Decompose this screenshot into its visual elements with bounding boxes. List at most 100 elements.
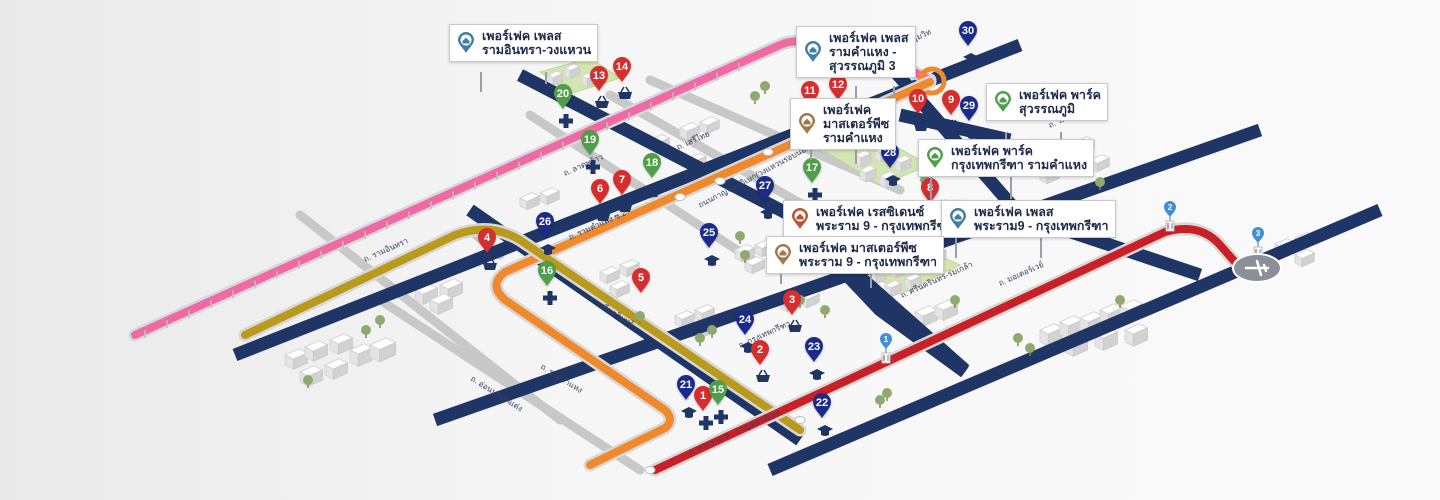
- pin-number: 2: [757, 344, 763, 356]
- graduation-cap-icon: [809, 369, 825, 380]
- project-name-line: เพอร์เฟค พาร์ค: [1019, 88, 1102, 102]
- tree: [875, 395, 885, 408]
- map-pin[interactable]: 3: [783, 290, 801, 315]
- map-pin[interactable]: 22: [813, 393, 831, 418]
- map-pin[interactable]: 20: [554, 84, 572, 109]
- amenity-icons-layer: [483, 53, 1106, 436]
- map-pin[interactable]: 16: [538, 261, 556, 286]
- map-pin[interactable]: 2: [751, 340, 769, 365]
- graduation-cap-icon: [540, 244, 556, 255]
- project-name-line: สุวรรณภูมิ 3: [829, 59, 896, 73]
- project-name: เพอร์เฟค พาร์คกรุงเทพกรีฑา รามคำแหง: [951, 144, 1087, 172]
- pin-number: 17: [806, 162, 818, 174]
- pin-number: 9: [948, 94, 954, 106]
- tree: [1013, 333, 1023, 346]
- home-pin-icon: [458, 32, 474, 53]
- map-pin[interactable]: 26: [536, 212, 554, 237]
- project-name: เพอร์เฟค เรสซิเดนซ์พระราม 9 - กรุงเทพกรี…: [816, 205, 954, 233]
- project-sign-p8[interactable]: เพอร์เฟค มาสเตอร์พีซพระราม 9 - กรุงเทพกร…: [766, 236, 944, 274]
- station-pin[interactable]: 2: [1164, 201, 1176, 232]
- home-pin-icon: [805, 41, 821, 62]
- airport-layer: [1232, 253, 1282, 283]
- rail-station-icon: [1165, 220, 1175, 232]
- sign-pole: [955, 236, 957, 258]
- project-name: เพอร์เฟค เพลสรามคำแหง -สุวรรณภูมิ 3: [829, 31, 909, 73]
- project-sign-p2[interactable]: เพอร์เฟค เพลสรามคำแหง -สุวรรณภูมิ 3: [796, 26, 916, 78]
- map-pin[interactable]: 25: [700, 223, 718, 248]
- map-pin[interactable]: 24: [736, 310, 754, 335]
- map-pin[interactable]: 23: [805, 337, 823, 362]
- tree: [1095, 177, 1105, 190]
- pin-number: 28: [884, 147, 896, 159]
- map-pin[interactable]: 9: [942, 90, 960, 115]
- project-sign-p6[interactable]: เพอร์เฟค เรสซิเดนซ์พระราม 9 - กรุงเทพกรี…: [783, 200, 961, 238]
- map-pin[interactable]: 30: [959, 21, 977, 46]
- map-pin[interactable]: 5: [632, 268, 650, 293]
- building: [1038, 323, 1064, 348]
- home-pin-icon: [927, 147, 943, 168]
- pin-number: 11: [804, 85, 816, 97]
- station-number: 3: [1256, 229, 1261, 238]
- map-pin[interactable]: 4: [478, 228, 496, 253]
- project-sign-p5[interactable]: เพอร์เฟค พาร์คกรุงเทพกรีฑา รามคำแหง: [918, 139, 1095, 177]
- basket-icon: [914, 118, 928, 131]
- map-pin[interactable]: 19: [581, 130, 599, 155]
- graduation-cap-icon: [963, 53, 979, 64]
- building: [698, 116, 721, 135]
- pin-number: 10: [912, 93, 924, 105]
- graduation-cap-icon: [964, 128, 980, 139]
- map-pin[interactable]: 15: [709, 380, 727, 405]
- map-pin[interactable]: 1: [694, 386, 712, 411]
- home-pin-icon: [792, 208, 808, 229]
- cross-icon: [714, 410, 728, 424]
- airport[interactable]: [1232, 253, 1282, 283]
- map-pin[interactable]: 18: [643, 153, 661, 178]
- building: [303, 340, 329, 363]
- graduation-cap-icon: [817, 425, 833, 436]
- rail-station-icon: [881, 352, 891, 364]
- graduation-cap-icon: [885, 175, 901, 186]
- cross-icon: [543, 291, 557, 305]
- map-pin[interactable]: 17: [803, 158, 821, 183]
- road-label: ถ. มอเตอร์เวย์: [997, 259, 1045, 288]
- map-pin[interactable]: 10: [909, 89, 927, 114]
- map-pin[interactable]: 27: [756, 176, 774, 201]
- building: [893, 154, 913, 173]
- map-pin[interactable]: 14: [613, 57, 631, 82]
- map-pin[interactable]: 6: [591, 179, 609, 204]
- project-sign-p4[interactable]: เพอร์เฟค พาร์คสุวรรณภูมิ: [986, 83, 1109, 121]
- project-name-line: พระราม 9 - กรุงเทพกรีฑา: [799, 255, 937, 269]
- project-sign-p7[interactable]: เพอร์เฟค เพลสพระราม9 - กรุงเทพกรีฑา: [941, 200, 1116, 238]
- project-name: เพอร์เฟคมาสเตอร์พีซรามคำแหง: [823, 103, 889, 145]
- map-pin[interactable]: 13: [590, 66, 608, 91]
- home-pin-icon: [799, 113, 815, 134]
- pin-number: 19: [584, 134, 596, 146]
- rail-station-marker: [644, 466, 656, 474]
- sign-pole: [545, 72, 547, 84]
- project-name-line: เพอร์เฟค: [823, 103, 872, 117]
- sign-pole: [1005, 132, 1007, 144]
- map-pin[interactable]: 12: [829, 75, 847, 100]
- basket-icon: [756, 369, 770, 382]
- map-pin[interactable]: 29: [960, 96, 978, 121]
- pin-number: 7: [619, 174, 625, 186]
- building: [348, 343, 374, 368]
- cross-icon: [559, 114, 573, 128]
- pin-number: 20: [557, 88, 569, 100]
- station-pin[interactable]: 1: [880, 333, 892, 364]
- project-sign-p1[interactable]: เพอร์เฟค เพลสรามอินทรา-วงแหวน: [449, 24, 599, 62]
- building: [678, 122, 701, 141]
- building: [328, 333, 354, 356]
- project-name-line: รามคำแหง: [823, 131, 883, 145]
- map-pin[interactable]: 7: [613, 170, 631, 195]
- map-pin[interactable]: 21: [677, 375, 695, 400]
- sign-pole: [855, 150, 857, 164]
- project-sign-p3[interactable]: เพอร์เฟคมาสเตอร์พีซรามคำแหง: [790, 98, 897, 150]
- station-pin[interactable]: 3: [1252, 227, 1264, 258]
- graduation-cap-icon: [760, 208, 776, 219]
- project-name: เพอร์เฟค พาร์คสุวรรณภูมิ: [1019, 88, 1101, 116]
- project-name-line: กรุงเทพกรีฑา รามคำแหง: [951, 158, 1088, 172]
- pin-number: 21: [680, 379, 692, 391]
- pin-number: 26: [539, 216, 551, 228]
